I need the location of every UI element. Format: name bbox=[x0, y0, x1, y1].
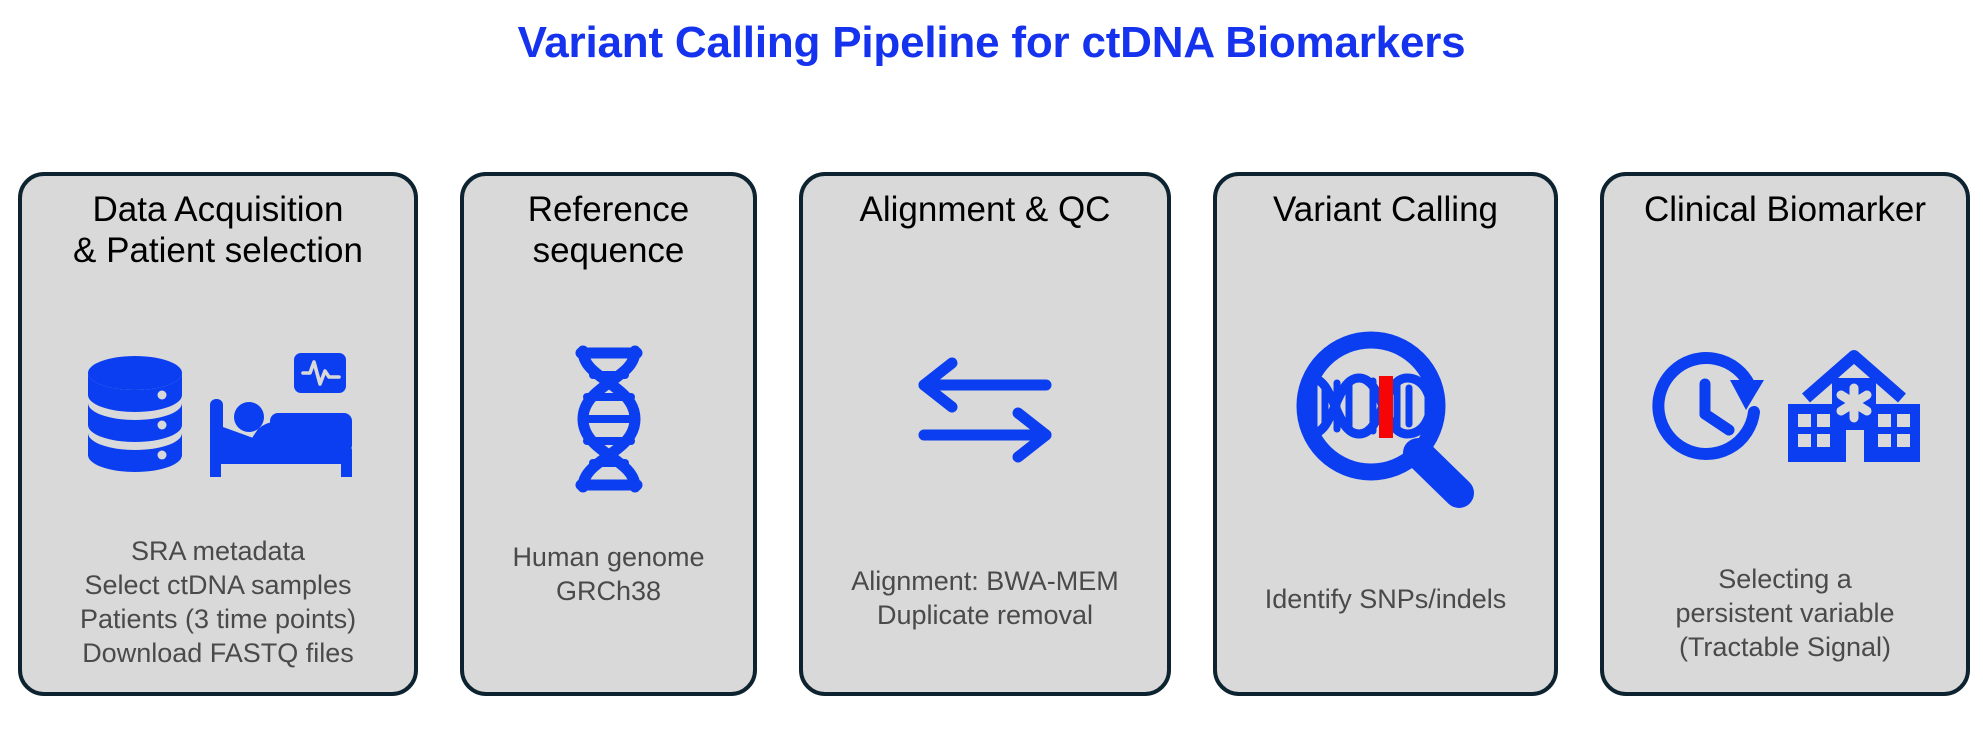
hospital-building-icon bbox=[1784, 344, 1924, 474]
page-title: Variant Calling Pipeline for ctDNA Bioma… bbox=[517, 18, 1466, 67]
stage-body: Alignment: BWA-MEM Duplicate removal bbox=[851, 565, 1119, 630]
stage-title: Clinical Biomarker bbox=[1643, 190, 1927, 229]
stage-title: Variant Calling bbox=[1272, 190, 1499, 229]
stage-card-data-acquisition[interactable]: Data Acquisition & Patient selection bbox=[18, 172, 418, 696]
stage-body: Human genome GRCh38 bbox=[512, 541, 705, 606]
stage-body: Selecting a persistent variable (Tractab… bbox=[1675, 563, 1895, 662]
dna-helix-icon bbox=[561, 345, 657, 493]
stage-card-clinical-biomarker[interactable]: Clinical Biomarker bbox=[1600, 172, 1970, 696]
stage-title: Data Acquisition & Patient selection bbox=[73, 190, 363, 270]
stage-title: Alignment & QC bbox=[859, 190, 1111, 229]
clock-history-icon bbox=[1646, 350, 1768, 468]
patient-in-bed-icon bbox=[206, 351, 356, 481]
magnifier-dna-icon bbox=[1291, 326, 1481, 512]
stage-body: Identify SNPs/indels bbox=[1264, 584, 1507, 614]
stage-card-alignment-qc[interactable]: Alignment & QC Alignment: BWA-MEM Duplic bbox=[799, 172, 1171, 696]
bidirectional-arrows-icon bbox=[910, 355, 1060, 465]
stage-icons bbox=[80, 341, 356, 491]
stage-icons bbox=[1646, 334, 1924, 484]
stage-icons bbox=[561, 344, 657, 494]
variant-marker bbox=[1378, 376, 1393, 439]
stage-title: Reference sequence bbox=[527, 190, 690, 270]
stage-body: SRA metadata Select ctDNA samples Patien… bbox=[79, 535, 357, 668]
database-icon bbox=[80, 351, 190, 481]
stage-icons bbox=[1291, 326, 1481, 512]
stage-icons bbox=[910, 335, 1060, 485]
pipeline-stages-row: Data Acquisition & Patient selection bbox=[18, 172, 1970, 696]
vitals-monitor-icon bbox=[294, 352, 346, 393]
stage-card-reference-sequence[interactable]: Reference sequence bbox=[460, 172, 757, 696]
stage-card-variant-calling[interactable]: Variant Calling bbox=[1213, 172, 1558, 696]
